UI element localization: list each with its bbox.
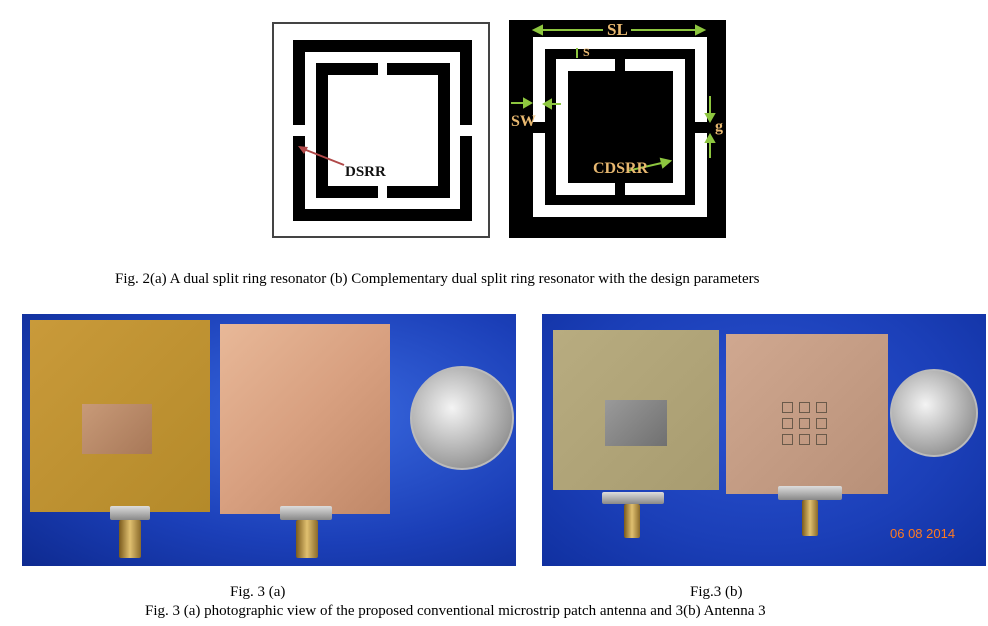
param-s: S — [583, 45, 590, 59]
param-sw: SW — [511, 113, 536, 130]
dsrr-figure: DSRR — [272, 22, 490, 238]
param-sl: SL — [607, 20, 628, 39]
fig2-caption: Fig. 2(a) A dual split ring resonator (b… — [115, 271, 760, 287]
fig3-caption: Fig. 3 (a) photographic view of the prop… — [145, 603, 766, 619]
dsrr-label: DSRR — [345, 164, 386, 180]
fig3b-photo: 06 08 2014 — [542, 314, 986, 566]
dsrr-arrow-icon — [298, 146, 345, 166]
fig3a-photo — [22, 314, 516, 566]
fig3b-subcaption: Fig.3 (b) — [690, 584, 743, 600]
date-stamp: 06 08 2014 — [890, 526, 956, 541]
cdsrr-figure: SL S SW g CDSRR — [509, 20, 726, 238]
fig3a-subcaption: Fig. 3 (a) — [230, 584, 286, 600]
dimension-arrows-icon — [511, 24, 716, 172]
cdsrr-label: CDSRR — [593, 160, 649, 177]
param-g: g — [715, 118, 723, 135]
